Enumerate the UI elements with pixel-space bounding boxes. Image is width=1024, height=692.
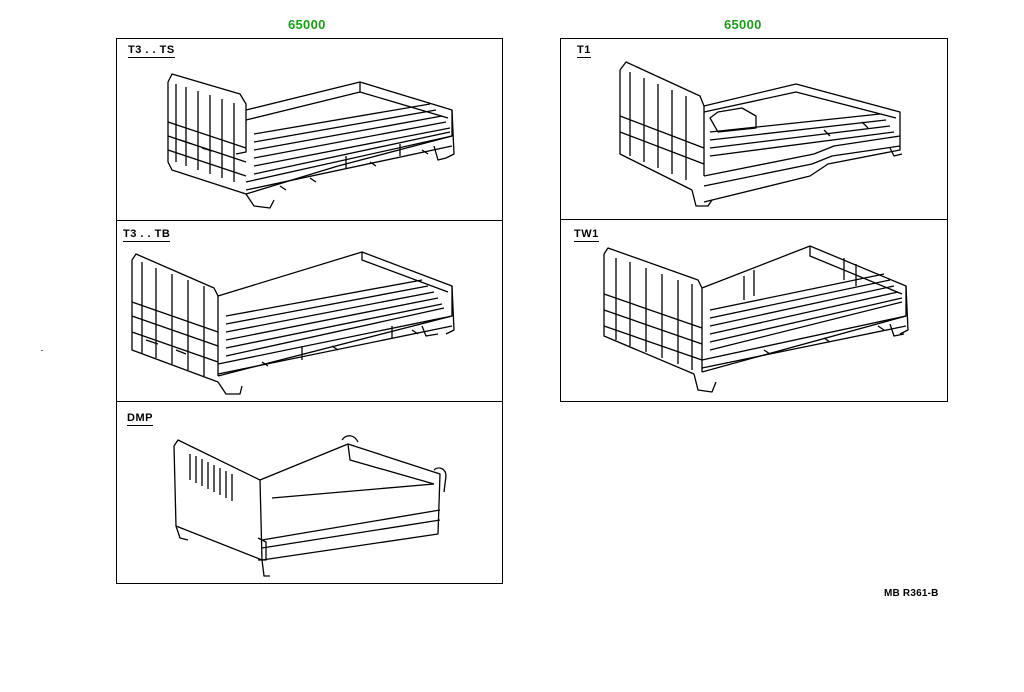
part-code-right[interactable]: 65000 <box>724 17 762 32</box>
t3-ts-truck-bed-illustration[interactable] <box>150 62 470 217</box>
t1-truck-bed-illustration[interactable] <box>600 56 920 216</box>
variant-label-dmp[interactable]: DMP <box>127 412 153 426</box>
right-diagram-frame <box>560 38 948 402</box>
variant-label-t1[interactable]: T1 <box>577 44 591 58</box>
divider <box>560 219 948 220</box>
divider <box>116 220 503 221</box>
tw1-truck-bed-illustration[interactable] <box>594 240 924 405</box>
part-code-left[interactable]: 65000 <box>288 17 326 32</box>
reference-code: MB R361-B <box>884 588 939 599</box>
dmp-dump-bed-illustration[interactable] <box>168 430 458 580</box>
t3-tb-truck-bed-illustration[interactable] <box>122 246 462 401</box>
divider <box>116 401 503 402</box>
scan-speck <box>41 350 43 351</box>
variant-label-t3-tb[interactable]: T3 . . TB <box>123 228 171 242</box>
variant-label-tw1[interactable]: TW1 <box>574 228 599 242</box>
left-diagram-frame <box>116 38 503 584</box>
variant-label-t3-ts[interactable]: T3 . . TS <box>128 44 175 58</box>
